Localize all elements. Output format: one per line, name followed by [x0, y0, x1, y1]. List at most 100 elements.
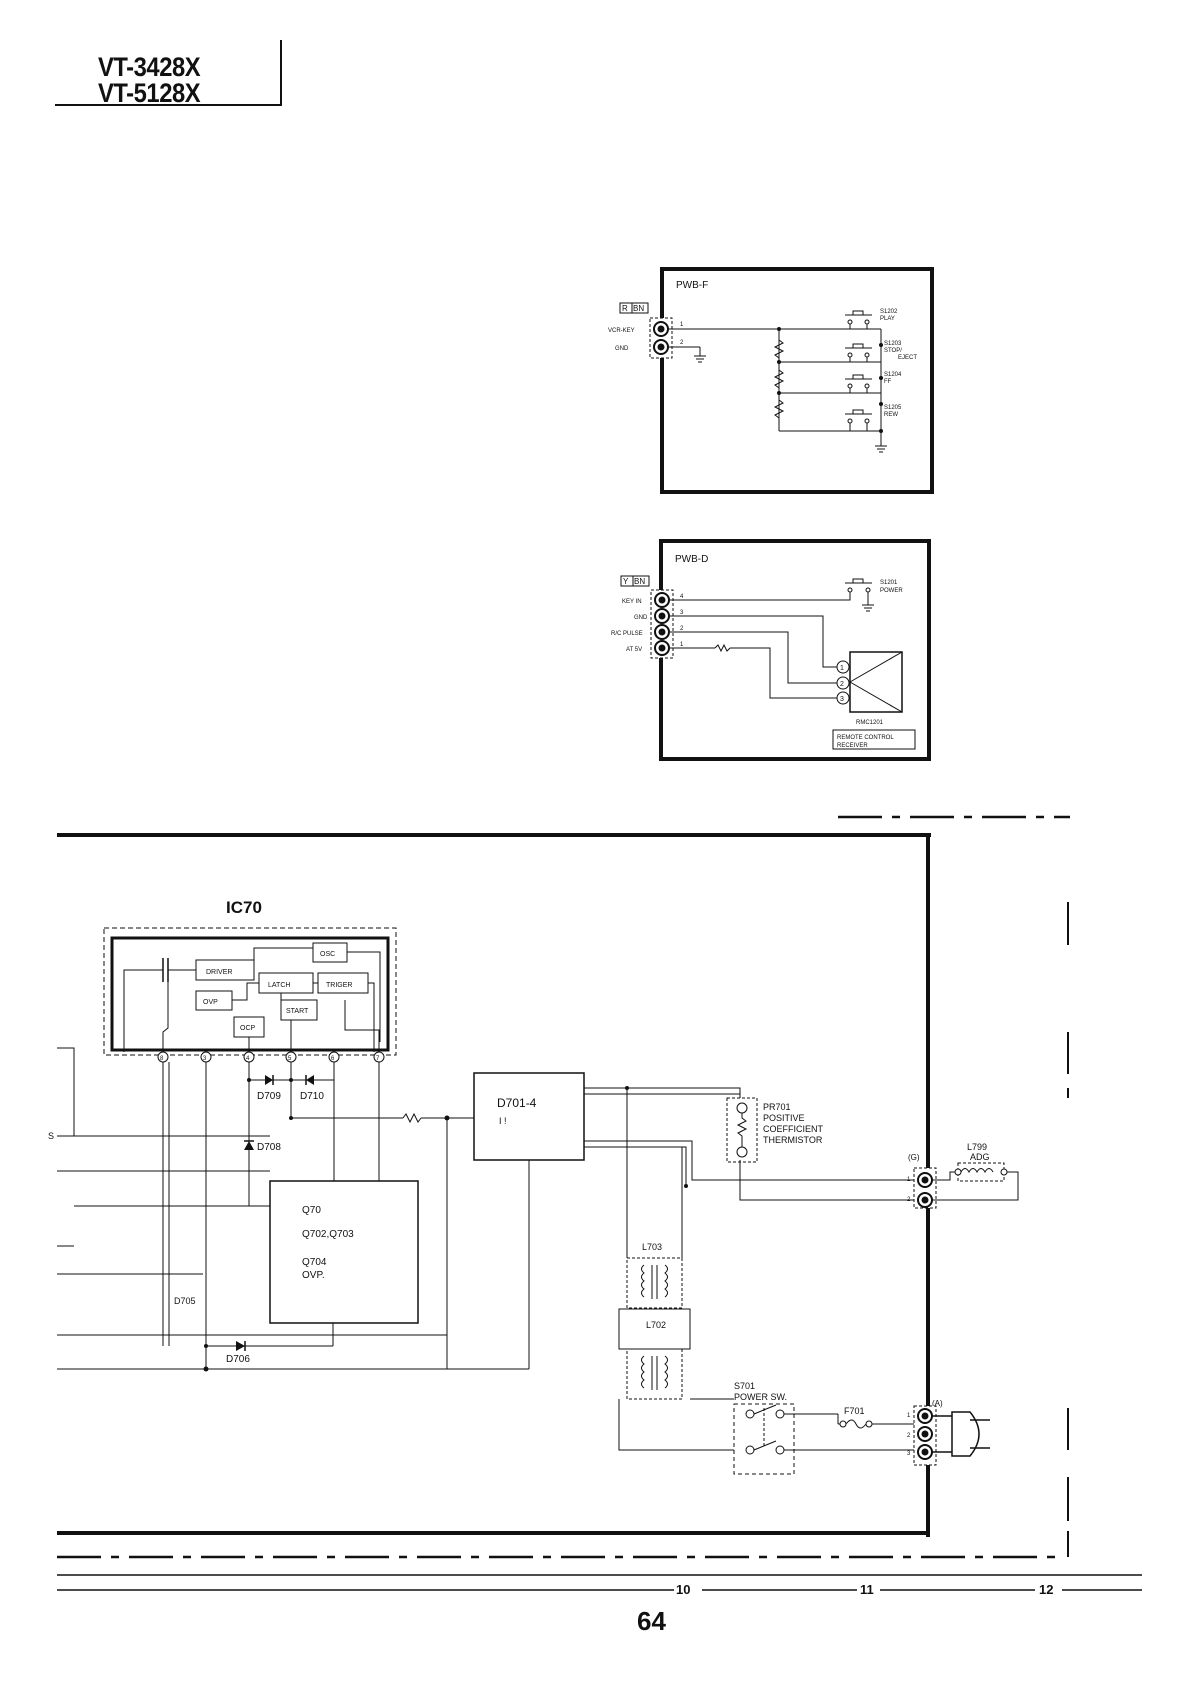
connector-a-label: (A): [932, 1399, 943, 1408]
switch-s1205-func: REW: [884, 412, 898, 418]
grid-label-10: 10: [676, 1582, 690, 1597]
page-number: 64: [637, 1606, 666, 1636]
pwb-f-frame: [660, 267, 934, 494]
switch-s1202-icon: [845, 310, 872, 329]
pwb-f-pin-number-1: 1: [680, 322, 684, 328]
power-circuit: IC70 DRIVER LATCH OSC TRIGER OVP START O…: [48, 815, 1070, 1559]
switch-s1201-icon: [845, 578, 874, 612]
pwb-d-frame: [659, 539, 931, 761]
connector-g-pin-1: 1: [907, 1177, 911, 1183]
switch-s1201-ref: S1201: [880, 580, 898, 586]
power-switch-s701: [733, 1403, 795, 1475]
diode-d710-label: D710: [300, 1091, 324, 1102]
footer-grid: 10 11 12: [57, 1574, 1142, 1597]
connector-a-pin-1: 1: [907, 1413, 911, 1419]
pwb-d-title: PWB-D: [675, 554, 708, 565]
pwb-f-pin-1-jack: [653, 321, 669, 337]
pwb-f-title: PWB-F: [676, 280, 708, 291]
ic-pin-8: 8: [160, 1056, 164, 1062]
fuse-f701-label: F701: [844, 1406, 865, 1416]
switch-s1205-icon: [845, 409, 872, 431]
diode-d706-label: D706: [226, 1354, 250, 1365]
coil-l703-icon: [641, 1264, 668, 1299]
pwb-f-pin-label-1: VCR-KEY: [608, 328, 635, 334]
thermistor-desc-2: COEFFICIENT: [763, 1124, 824, 1134]
remote-receiver-icon: [836, 651, 903, 713]
switch-s1204-ref: S1204: [884, 372, 902, 378]
pwb-d-pin-label-at5v: AT 5V: [626, 647, 642, 653]
ic-block-ocp-label: OCP: [240, 1025, 256, 1032]
ic-block-start: [280, 999, 318, 1021]
pwb-d-pin-number-2: 2: [680, 626, 684, 632]
diode-d710-icon: [306, 1075, 314, 1085]
connector-g-label: (G): [908, 1153, 920, 1162]
switch-s1204-icon: [845, 374, 872, 393]
switch-s1202-func: PLAY: [880, 316, 895, 322]
ic-block-latch-label: LATCH: [268, 982, 290, 989]
bridge-d701-4-label: D701-4: [497, 1096, 537, 1110]
diode-d709-label: D709: [257, 1091, 281, 1102]
ic-pin-5: 5: [288, 1056, 292, 1062]
bridge-d701-4: [473, 1072, 585, 1161]
coil-l702-icon: [641, 1355, 668, 1390]
switch-s1203-icon: [845, 343, 872, 362]
diode-d705-label: D705: [174, 1296, 196, 1306]
ac-plug-icon: [932, 1411, 990, 1457]
ic70-pins: [157, 1051, 385, 1063]
l799-ref: L799: [967, 1142, 987, 1152]
pwb-d-board: PWB-D Y BN KEY IN GND R/C PULSE AT 5V 4 …: [611, 539, 931, 761]
switch-s1204-func: FF: [884, 379, 892, 385]
pwb-f-board: PWB-F R BN VCR-KEY GND 1 2: [608, 267, 934, 494]
switch-s1205-ref: S1205: [884, 405, 902, 411]
model-number-1: VT-3428X: [98, 52, 201, 82]
thermistor-pr701-icon: [736, 1113, 748, 1147]
power-switch-ref: S701: [734, 1381, 755, 1391]
power-switch-func: POWER SW.: [734, 1392, 787, 1402]
pwb-d-pin-label-gnd: GND: [634, 615, 648, 621]
switch-s1203-func: STOP/: [884, 348, 902, 354]
receiver-ref: RMC1201: [856, 720, 884, 726]
switch-s1203-func2: EJECT: [898, 355, 917, 361]
pwb-f-connector-tag-bn: BN: [633, 304, 644, 313]
l799-func: ADG: [970, 1152, 990, 1162]
connector-a-pin-3: 3: [907, 1451, 911, 1457]
l799-box: [957, 1162, 1005, 1182]
header-divider: [280, 40, 282, 106]
receiver-label-2: RECEIVER: [837, 743, 868, 749]
q-block-line-4: OVP.: [302, 1270, 325, 1281]
ic-block-driver-label: DRIVER: [206, 969, 232, 976]
pwb-f-pin-2-jack: [653, 339, 669, 355]
pwb-d-pin-label-key-in: KEY IN: [622, 599, 642, 605]
connector-g-pin-2: 2: [907, 1197, 911, 1203]
ic70-body: [110, 936, 390, 1052]
bridge-d701-4-marks: I !: [499, 1116, 507, 1126]
l799-coil-icon: [960, 1168, 994, 1174]
switch-s1203-ref: S1203: [884, 341, 902, 347]
receiver-label-1: REMOTE CONTROL: [837, 735, 894, 741]
coil-l702-box: [626, 1348, 683, 1400]
ic-block-triger-label: TRIGER: [326, 982, 352, 989]
pwb-f-pin-number-2: 2: [680, 340, 684, 346]
receiver-pin-2: 2: [840, 681, 844, 688]
pwb-d-pin-label-rc-pulse: R/C PULSE: [611, 631, 643, 637]
fuse-f701-icon: [845, 1419, 867, 1429]
switch-s1202-ref: S1202: [880, 309, 898, 315]
pwb-d-pin-number-4: 4: [680, 594, 684, 600]
side-label: S: [48, 1131, 54, 1141]
ic-block-ovp-label: OVP: [203, 999, 218, 1006]
pwb-d-pin-number-1: 1: [680, 642, 684, 648]
ic-pin-3: 3: [203, 1056, 207, 1062]
pwb-d-connector-tag-y: Y: [623, 577, 629, 586]
q-block-line-3: Q704: [302, 1257, 327, 1268]
pwb-d-pin-number-3: 3: [680, 610, 684, 616]
connector-a-pin-2: 2: [907, 1433, 911, 1439]
pwb-f-connector-tag-r: R: [622, 304, 628, 313]
q-block-line-1: Q70: [302, 1205, 321, 1216]
q-block: [269, 1180, 419, 1324]
grid-label-11: 11: [860, 1582, 874, 1597]
diode-d708-icon: [244, 1141, 254, 1150]
diode-d709-icon: [265, 1075, 273, 1085]
diode-d708-label: D708: [257, 1142, 281, 1153]
ic-block-start-label: START: [286, 1008, 309, 1015]
